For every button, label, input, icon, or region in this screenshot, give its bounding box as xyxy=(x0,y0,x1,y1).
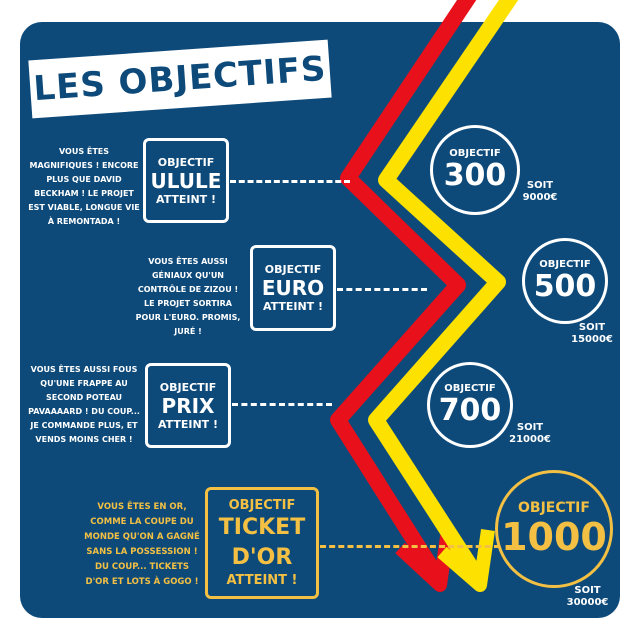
objective-name: EURO xyxy=(261,276,325,300)
objective-description: Vous êtes aussi géniaux qu'un contrôle d… xyxy=(135,257,241,336)
connector-line xyxy=(230,180,350,183)
target-value: 700 xyxy=(438,392,502,428)
connector-line xyxy=(337,288,427,291)
soit-label: SOIT xyxy=(516,422,544,433)
amount-value: 15000€ xyxy=(571,334,613,345)
amount-value: 30000€ xyxy=(566,597,609,608)
red-arrow xyxy=(330,0,477,583)
target-value: 300 xyxy=(443,157,507,193)
connector-line xyxy=(232,403,332,406)
objective-box-ulule: OBJECTIF ULULE ATTEINT ! xyxy=(143,138,229,223)
objective-suffix: ATTEINT ! xyxy=(157,417,219,431)
objective-description: Vous êtes en or, comme la coupe du monde… xyxy=(84,502,200,587)
target-circle-500: OBJECTIF 500 xyxy=(522,238,608,324)
objective-suffix: ATTEINT ! xyxy=(155,192,217,206)
target-circle-300: OBJECTIF 300 xyxy=(430,125,520,215)
target-label: OBJECTIF xyxy=(449,147,501,159)
objective-name: TICKET D'OR xyxy=(218,515,306,570)
yellow-arrowhead xyxy=(437,528,495,592)
objective-name: PRIX xyxy=(161,393,215,418)
objective-box-prix: OBJECTIF PRIX ATTEINT ! xyxy=(145,363,231,448)
target-value: 500 xyxy=(533,268,597,304)
soit-label: SOIT xyxy=(578,322,606,333)
objective-description: Vous êtes aussi fous qu'une frappe au se… xyxy=(28,365,140,444)
target-value: 1000 xyxy=(501,515,607,559)
objective-box-euro: OBJECTIF EURO ATTEINT ! xyxy=(250,245,336,331)
target-amount: SOIT 9000€ xyxy=(510,180,570,204)
objective-prefix: OBJECTIF xyxy=(157,155,215,169)
yellow-arrow xyxy=(368,0,519,583)
connector-line xyxy=(320,545,500,548)
objective-prefix: OBJECTIF xyxy=(159,380,217,394)
target-amount: SOIT 30000€ xyxy=(555,585,620,609)
amount-value: 21000€ xyxy=(509,434,551,445)
target-circle-1000: OBJECTIF 1000 xyxy=(495,470,613,588)
amount-value: 9000€ xyxy=(522,192,558,203)
target-label: OBJECTIF xyxy=(539,258,591,270)
target-amount: SOIT 15000€ xyxy=(562,322,622,346)
target-circle-700: OBJECTIF 700 xyxy=(427,362,513,448)
soit-label: SOIT xyxy=(526,180,554,191)
objective-description: Vous êtes magnifiques ! Encore plus que … xyxy=(28,147,140,226)
target-amount: SOIT 21000€ xyxy=(500,422,560,446)
objective-prefix: OBJECTIF xyxy=(264,263,322,276)
objective-name: ULULE xyxy=(150,168,222,193)
target-label: OBJECTIF xyxy=(518,500,590,516)
objective-suffix: ATTEINT ! xyxy=(262,300,324,313)
soit-label: SOIT xyxy=(574,585,601,596)
objective-box-ticket-dor: OBJECTIF TICKET D'OR ATTEINT ! xyxy=(205,487,319,599)
objective-prefix: OBJECTIF xyxy=(228,498,296,513)
objective-suffix: ATTEINT ! xyxy=(226,573,298,588)
target-label: OBJECTIF xyxy=(444,382,496,394)
